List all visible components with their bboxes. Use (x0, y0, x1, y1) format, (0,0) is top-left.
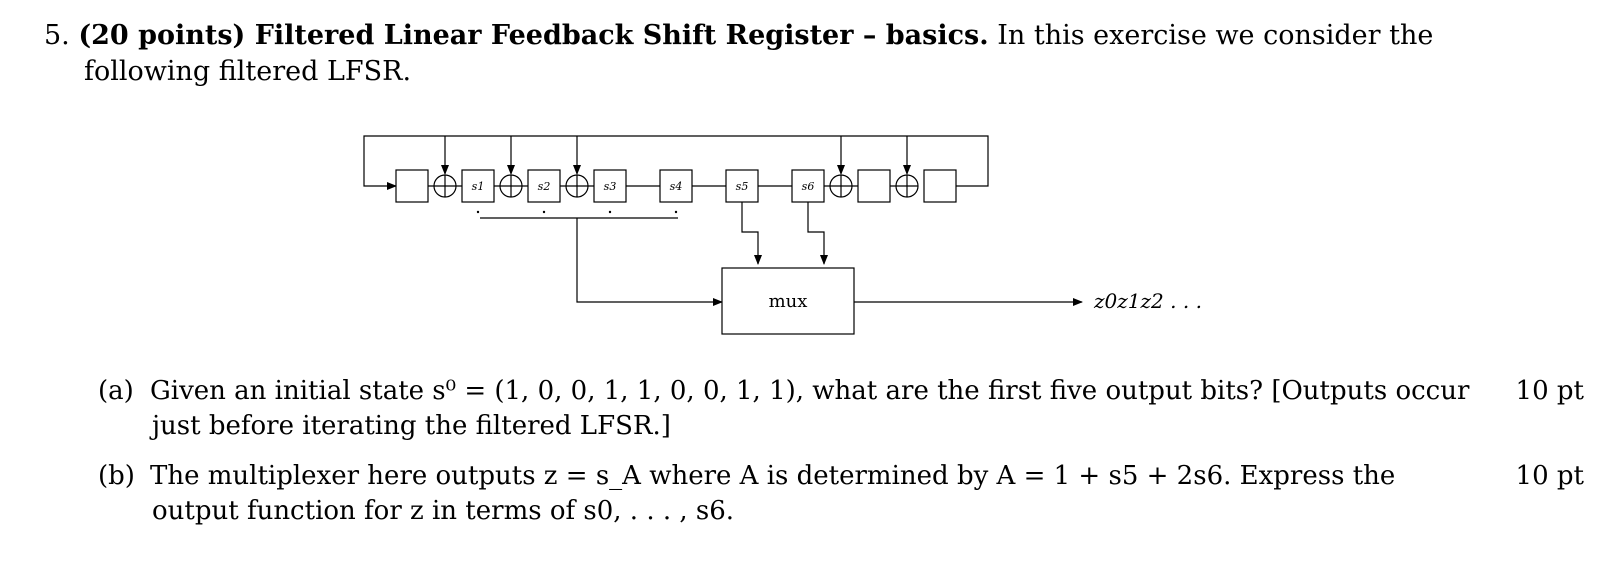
select-arrow-s5 (741, 202, 762, 265)
bus-to-mux-arrow (576, 218, 723, 306)
part-a-line1: (a) Given an initial state s⁰ = (1, 0, 0,… (98, 374, 1469, 409)
register-cell-0 (395, 169, 429, 203)
xor-5 (895, 174, 919, 198)
mux-box (721, 267, 855, 335)
cell-label-s3: s3 (604, 180, 617, 193)
tap-dot-s1 (476, 210, 480, 214)
xor-1 (433, 174, 457, 198)
part-b-text: The multiplexer here outputs z = s_A whe… (150, 461, 1396, 491)
select-arrow-s6 (807, 202, 828, 265)
problem-number: 5. (44, 20, 70, 51)
cell-label-s5: s5 (736, 180, 749, 193)
cell-label-s4: s4 (670, 180, 683, 193)
mux-label: mux (769, 291, 808, 312)
tap-dot-s4 (674, 210, 678, 214)
problem-heading-line: 5. (20 points) Filtered Linear Feedback … (44, 18, 1433, 54)
tap-dot-s2 (542, 210, 546, 214)
register-cell-s6 (791, 169, 825, 203)
output-sequence-label: z0z1z2 . . . (1093, 289, 1202, 313)
register-cell-8 (923, 169, 957, 203)
register-cell-s1 (461, 169, 495, 203)
part-b-line2: output function for z in terms of s0, . … (152, 496, 735, 526)
xor-4 (829, 174, 853, 198)
part-a-line2: just before iterating the filtered LFSR.… (152, 411, 671, 441)
problem-intro-continued: following filtered LFSR. (84, 56, 412, 87)
cell-label-s1: s1 (472, 180, 485, 193)
part-b-label: (b) (98, 461, 135, 491)
cell-label-s6: s6 (802, 180, 815, 193)
xor-2 (499, 174, 523, 198)
cell-label-s2: s2 (538, 180, 551, 193)
part-a-text: Given an initial state s⁰ = (1, 0, 0, 1,… (150, 376, 1470, 406)
problem-title: (20 points) Filtered Linear Feedback Shi… (78, 20, 989, 51)
register-cell-s4 (659, 169, 693, 203)
tap-dot-s3 (608, 210, 612, 214)
problem-intro: In this exercise we consider the (997, 20, 1434, 51)
part-a-points: 10 pt (1515, 376, 1584, 406)
part-a-label: (a) (98, 376, 134, 406)
register-cell-s3 (593, 169, 627, 203)
part-b-points: 10 pt (1515, 461, 1584, 491)
feedback-loop-line (363, 135, 989, 190)
part-b-line1: (b) The multiplexer here outputs z = s_A … (98, 459, 1395, 494)
xor-3 (565, 174, 589, 198)
register-cell-s2 (527, 169, 561, 203)
register-cell-7 (857, 169, 891, 203)
